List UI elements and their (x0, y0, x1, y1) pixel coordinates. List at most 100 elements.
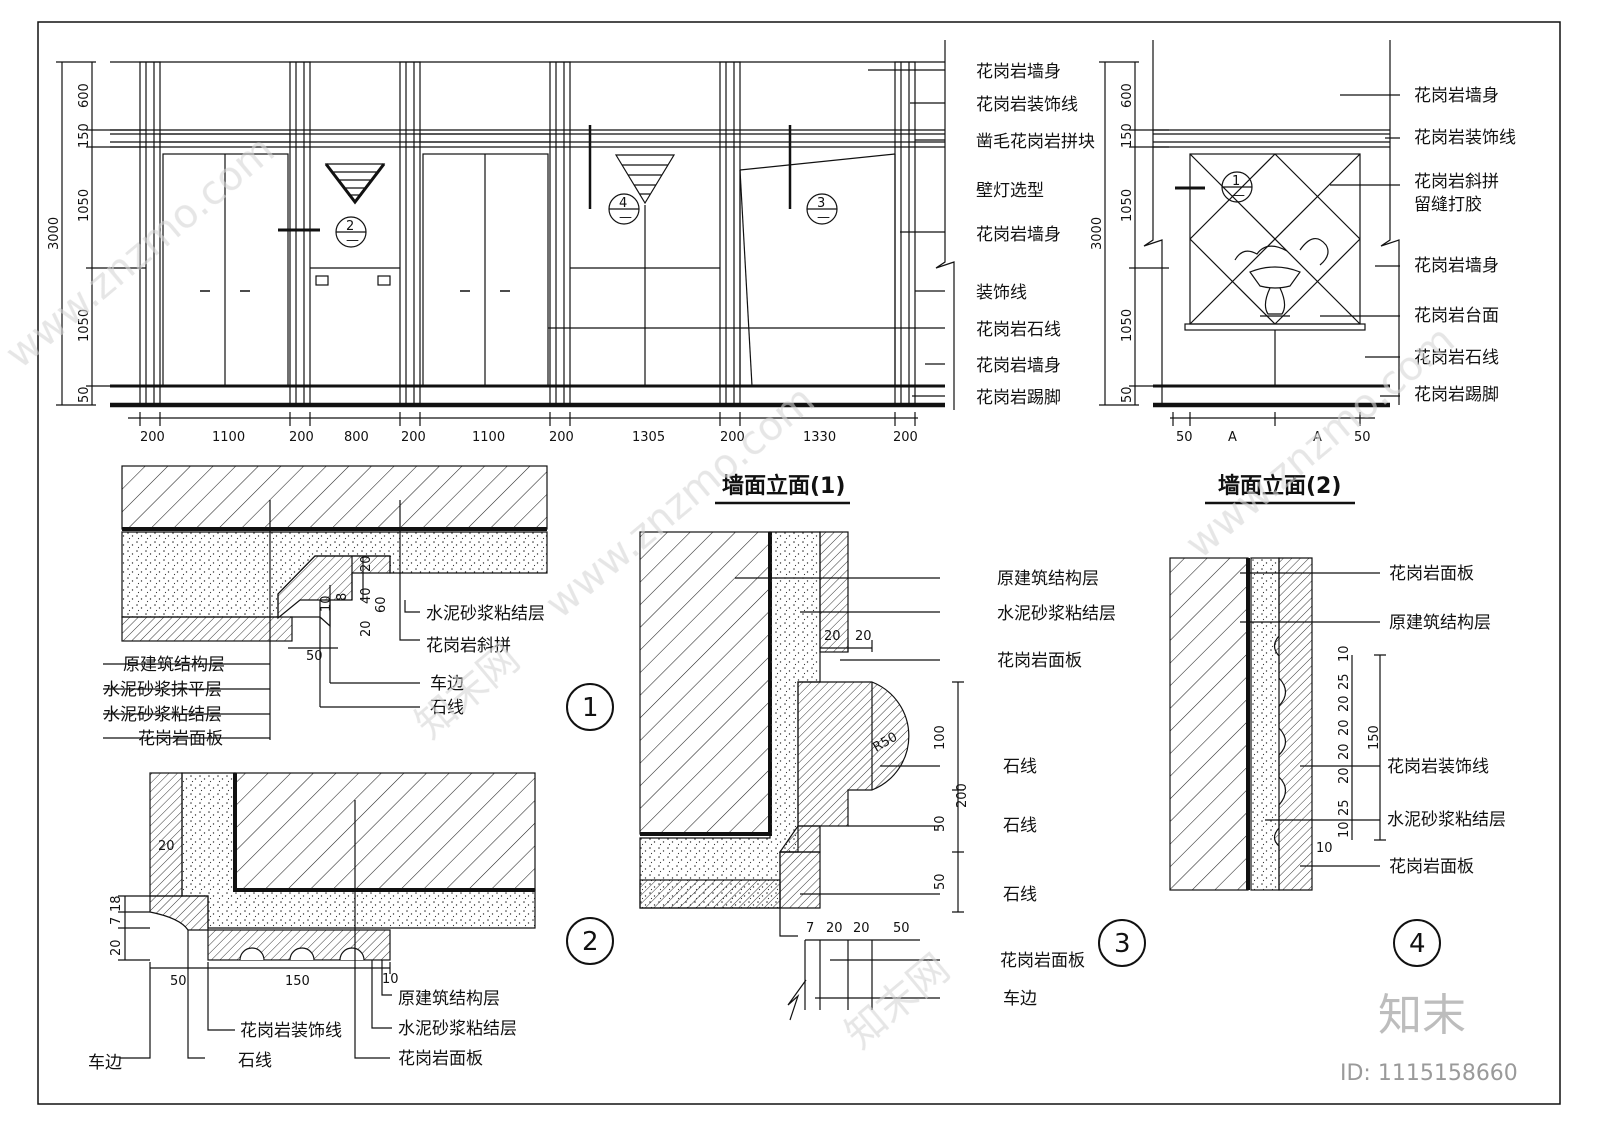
detail-1-number: 1 (582, 693, 599, 723)
callout-1-sub: — (1232, 188, 1245, 203)
d3-label-8: 车边 (1003, 989, 1037, 1009)
elev2-vdim-4: 1050 (1120, 309, 1135, 342)
d4-dim-5: 20 (1337, 743, 1352, 760)
d1-dim-1: 20 (359, 555, 374, 572)
detail-3-marker (1098, 919, 1146, 967)
elev1-label-2: 花岗岩装饰线 (976, 95, 1078, 115)
elev1-label-1: 花岗岩墙身 (976, 62, 1061, 82)
detail-2-number: 2 (582, 927, 599, 957)
d3-label-3: 花岗岩面板 (997, 651, 1082, 671)
d4-label-1: 花岗岩面板 (1389, 564, 1474, 584)
detail-4 (1169, 557, 1386, 891)
d1-label-left-1: 原建筑结构层 (123, 655, 225, 675)
image-id-text: ID: 1115158660 (1340, 1061, 1518, 1086)
elevation-2-labels: 花岗岩墙身 花岗岩装饰线 花岗岩斜拼 留缝打胶 花岗岩墙身 花岗岩台面 花岗岩石… (1090, 83, 1516, 505)
elev1-label-3: 凿毛花岗岩拼块 (976, 132, 1095, 152)
d3-dim-4: 100 (933, 725, 948, 750)
d3-dim-11: 50 (893, 921, 910, 936)
callout-1-number: 1 (1232, 174, 1240, 189)
elev2-label-3: 花岗岩斜拼 (1414, 172, 1499, 192)
d3-dim-2: 20 (855, 629, 872, 644)
d3-label-5: 石线 (1003, 816, 1037, 836)
sheet-border (37, 21, 1561, 1105)
detail-2 (118, 772, 536, 1059)
detail-3 (639, 531, 964, 1021)
elev1-hdim-7: 200 (549, 430, 574, 445)
elev1-hdim-4: 800 (344, 430, 369, 445)
elev1-label-7: 花岗岩石线 (976, 320, 1061, 340)
elev2-label-6: 花岗岩台面 (1414, 306, 1499, 326)
d1-label-left-3: 水泥砂浆粘结层 (103, 705, 222, 725)
d1-dim-4: 40 (359, 587, 374, 604)
d2-label-6: 石线 (238, 1051, 272, 1071)
d4-label-5: 花岗岩面板 (1389, 857, 1474, 877)
elev1-label-5: 花岗岩墙身 (976, 225, 1061, 245)
elev1-label-4: 壁灯选型 (976, 181, 1044, 201)
elev1-vdim-2: 150 (77, 123, 92, 148)
elev2-hdim-3: A (1313, 430, 1322, 445)
d4-dim-10: 10 (1316, 841, 1333, 856)
d3-label-6: 石线 (1003, 885, 1037, 905)
d1-label-left-4: 花岗岩面板 (138, 729, 223, 749)
d3-dim-5: 200 (955, 783, 970, 808)
d2-dim-7: 10 (382, 972, 399, 987)
elev1-vdim-4: 1050 (77, 309, 92, 342)
watermark-site-3: www.znzmo.com (1177, 317, 1464, 568)
d4-dim-4: 20 (1337, 719, 1352, 736)
d2-label-2: 花岗岩装饰线 (240, 1021, 342, 1041)
d4-label-4: 水泥砂浆粘结层 (1387, 810, 1506, 830)
d2-dim-2: 18 (109, 895, 124, 912)
elev1-hdim-11: 200 (893, 430, 918, 445)
elev1-label-9: 花岗岩踢脚 (976, 388, 1061, 408)
elev1-hdim-1: 200 (140, 430, 165, 445)
elev1-label-6: 装饰线 (976, 283, 1027, 303)
d2-label-3: 水泥砂浆粘结层 (398, 1019, 517, 1039)
d2-dim-4: 20 (109, 939, 124, 956)
d3-dim-6: 50 (933, 815, 948, 832)
callout-3-sub: — (817, 210, 830, 225)
d1-dim-7: 50 (306, 649, 323, 664)
elev1-total-height: 3000 (47, 217, 62, 250)
elev2-vdim-1: 600 (1120, 83, 1135, 108)
d4-dim-3: 20 (1337, 695, 1352, 712)
elev1-hdim-3: 200 (289, 430, 314, 445)
callout-4-number: 4 (619, 196, 627, 211)
elev2-label-5: 花岗岩墙身 (1414, 256, 1499, 276)
d3-label-4: 石线 (1003, 757, 1037, 777)
d1-label-right-2: 花岗岩斜拼 (426, 636, 511, 656)
d4-label-2: 原建筑结构层 (1389, 613, 1491, 633)
elev2-total-height: 3000 (1090, 217, 1105, 250)
d2-label-1: 原建筑结构层 (398, 989, 500, 1009)
watermark-logo: 知末 (1378, 990, 1466, 1041)
elev1-hdim-8: 1305 (632, 430, 665, 445)
d4-dim-2: 25 (1337, 673, 1352, 690)
detail-4-marker (1393, 919, 1441, 967)
d3-dim-9: 20 (826, 921, 843, 936)
elev2-hdim-1: 50 (1176, 430, 1193, 445)
detail-4-number: 4 (1409, 929, 1426, 959)
elev1-vdim-1: 600 (77, 83, 92, 108)
elev1-vdim-3: 1050 (77, 189, 92, 222)
d2-dim-5: 50 (170, 974, 187, 989)
d1-label-left-2: 水泥砂浆抹平层 (103, 680, 222, 700)
d4-dim-6: 20 (1337, 767, 1352, 784)
elev2-vdim-3: 1050 (1120, 189, 1135, 222)
d4-dim-1: 10 (1337, 645, 1352, 662)
elev1-hdim-9: 200 (720, 430, 745, 445)
detail-4-labels: 花岗岩面板 原建筑结构层 花岗岩装饰线 水泥砂浆粘结层 花岗岩面板 10 25 … (1316, 564, 1506, 967)
d4-dim-8: 10 (1337, 821, 1352, 838)
elev2-vdim-5: 50 (1120, 386, 1135, 403)
callout-3-number: 3 (817, 196, 825, 211)
d1-dim-6: 20 (359, 620, 374, 637)
elev1-vdim-5: 50 (77, 386, 92, 403)
elev2-hdim-2: A (1228, 430, 1237, 445)
callout-2-number: 2 (346, 219, 354, 234)
d1-dim-3: 10 (319, 595, 334, 612)
callout-4-sub: — (619, 210, 632, 225)
elev2-label-1: 花岗岩墙身 (1414, 86, 1499, 106)
elev2-label-7: 花岗岩石线 (1414, 348, 1499, 368)
elevation-1-title: 墙面立面(1) (722, 473, 845, 499)
elev1-label-8: 花岗岩墙身 (976, 356, 1061, 376)
elev2-hdim-4: 50 (1354, 430, 1371, 445)
